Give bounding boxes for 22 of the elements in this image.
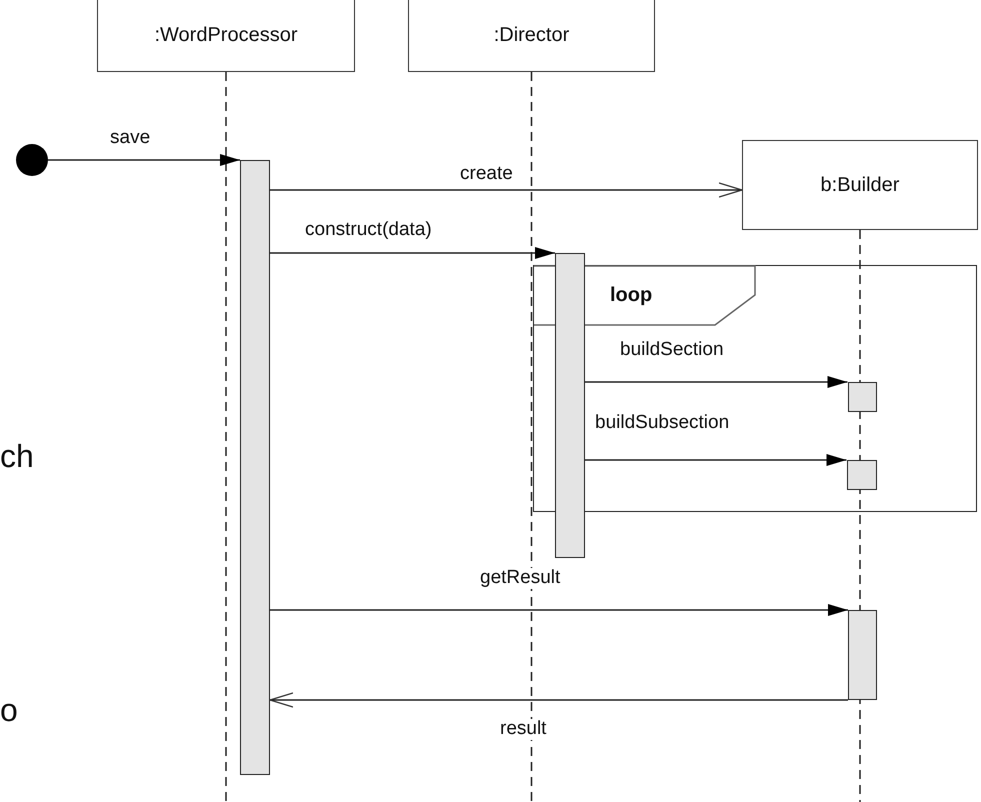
- activation-bar: [555, 253, 585, 558]
- participant-box: :WordProcessor: [97, 0, 355, 72]
- message-arrow: [269, 692, 848, 708]
- activation-bar: [240, 160, 270, 775]
- activation-bar: [846, 460, 876, 490]
- edge-label: result: [498, 719, 548, 740]
- message-arrow: [585, 376, 848, 388]
- message-arrow: [270, 247, 555, 259]
- participant-box: :Director: [408, 0, 655, 72]
- activation-bar: [848, 610, 877, 700]
- message-arrow: [270, 604, 848, 616]
- start-dot: [16, 144, 48, 176]
- message-arrow: [48, 154, 240, 166]
- message-arrow: [585, 454, 846, 466]
- edge-label: getResult: [478, 568, 562, 589]
- message-arrow: [270, 182, 743, 198]
- text-fragment: o: [0, 694, 18, 726]
- activation-bar: [848, 382, 876, 412]
- loop-frame: [533, 265, 977, 512]
- text-fragment: ch: [0, 440, 34, 472]
- participant-box: b:Builder: [742, 140, 978, 230]
- frame-label: loop: [610, 284, 652, 307]
